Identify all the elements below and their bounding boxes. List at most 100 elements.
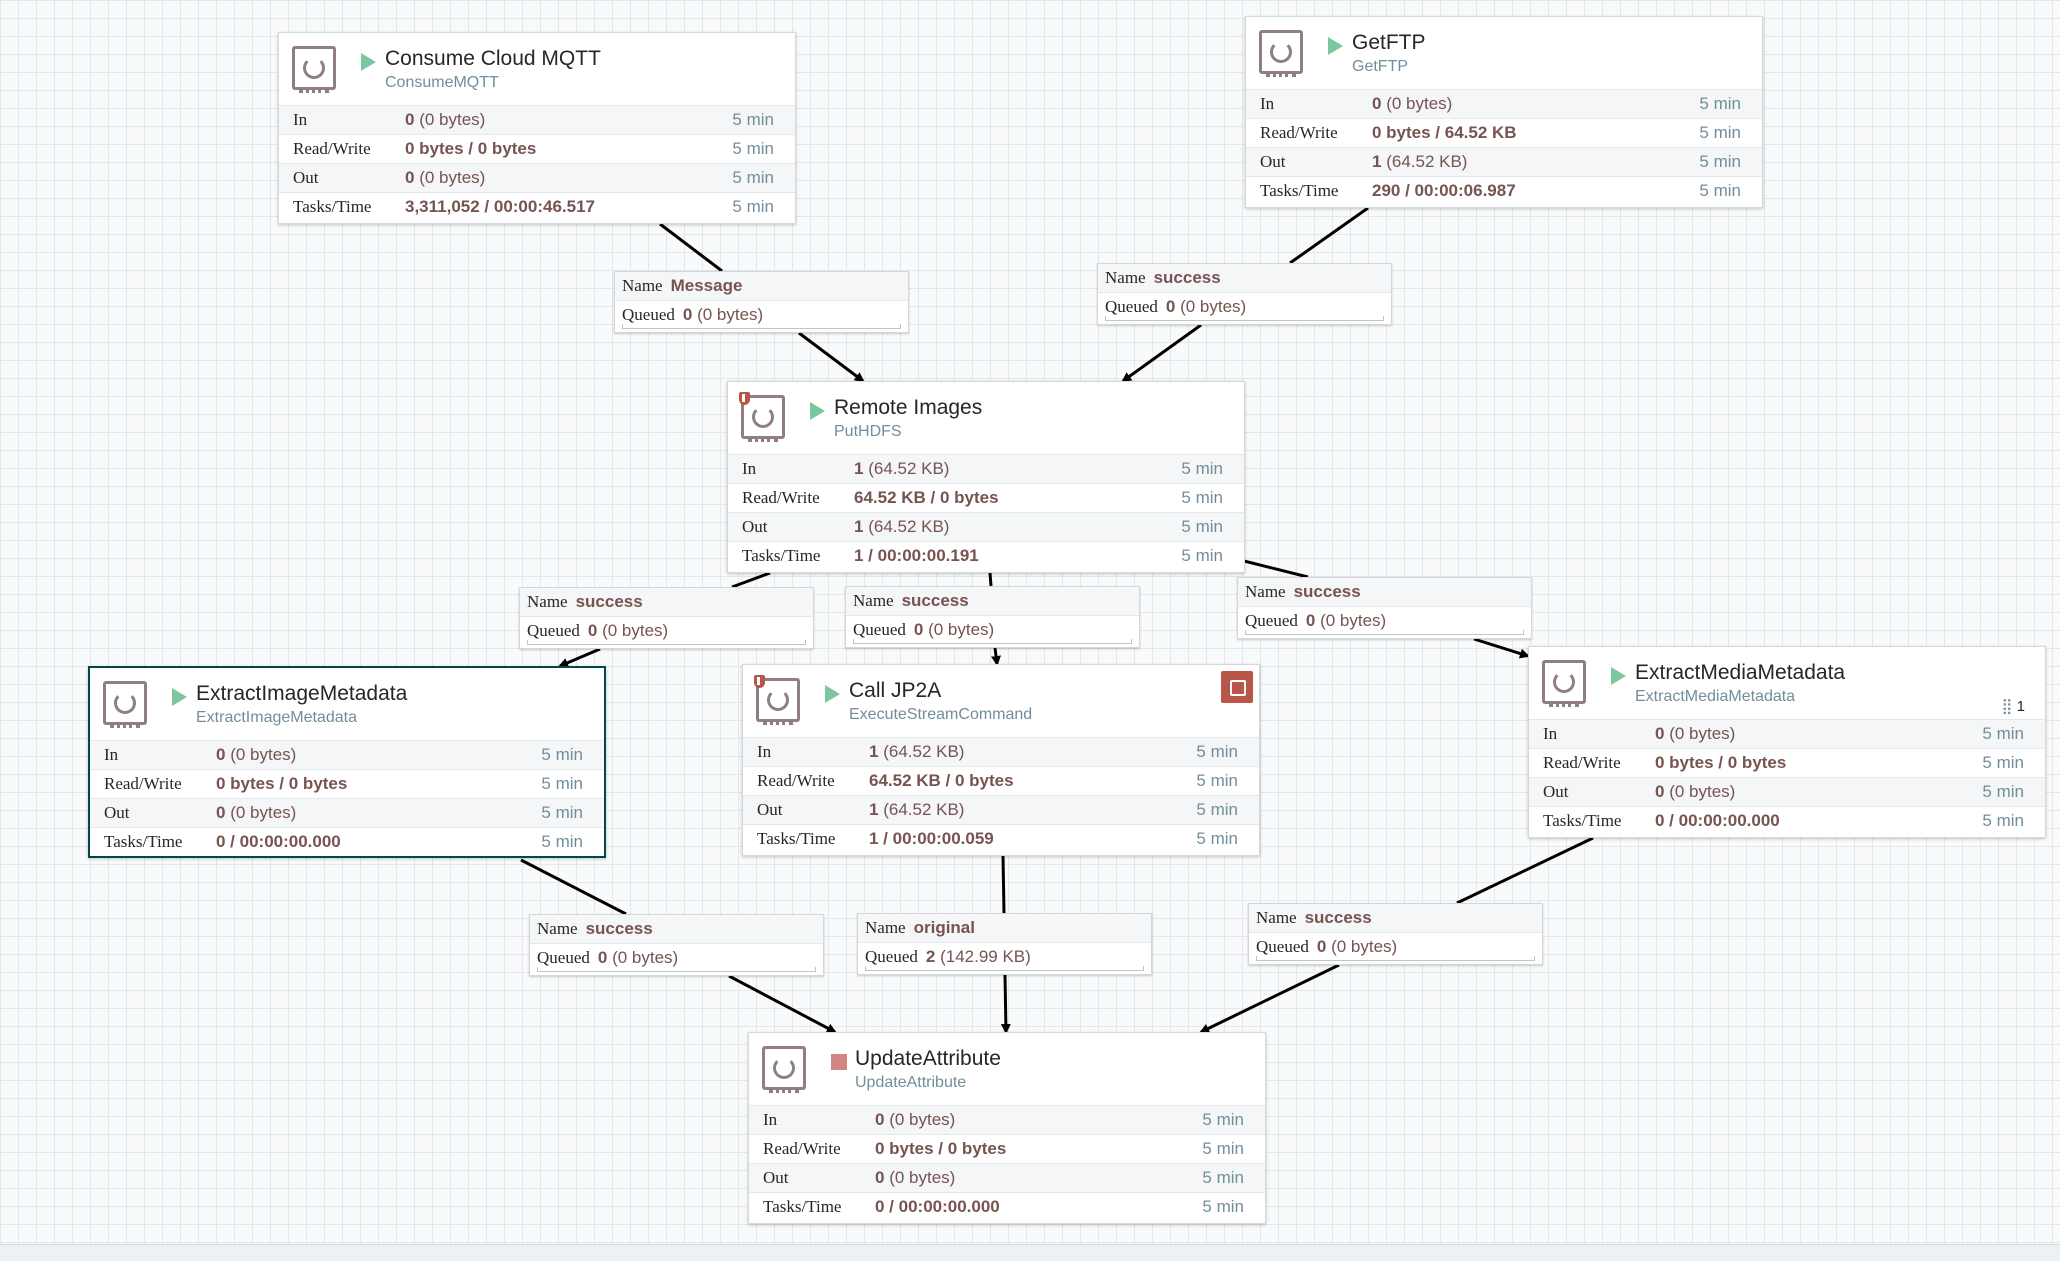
stats-window: 5 min (541, 832, 583, 851)
connection-name: original (913, 918, 975, 937)
connection-line[interactable] (659, 222, 723, 273)
restricted-icon (754, 675, 765, 688)
stats-main-value: 1 (854, 517, 864, 536)
connection-line[interactable] (1456, 836, 1594, 905)
stats-main-value: 0 / 00:00:00.000 (1655, 811, 1780, 830)
connection-queued-size: (0 bytes) (1320, 611, 1387, 630)
backpressure-bar (1105, 316, 1384, 321)
connection-name-label: Name (1256, 908, 1297, 927)
processor-name: ExtractImageMetadata (196, 682, 408, 705)
bulletin-icon[interactable] (1221, 671, 1253, 703)
connection-line[interactable] (1473, 637, 1530, 659)
connection-line[interactable] (731, 571, 771, 589)
stats-sub-value: (64.52 KB) (883, 742, 965, 761)
processor-type: ExtractImageMetadata (196, 709, 357, 726)
stats-label: In (293, 110, 308, 129)
connection-name-label: Name (537, 919, 578, 938)
processor-name: Call JP2A (849, 679, 942, 702)
stats-label: Tasks/Time (1543, 811, 1622, 830)
stats-label: Out (742, 517, 768, 536)
backpressure-bar (1245, 630, 1524, 635)
connection-line[interactable] (798, 331, 865, 383)
stats-window: 5 min (1181, 488, 1223, 507)
stats-label: Tasks/Time (1260, 181, 1339, 200)
stats-label: In (1543, 724, 1558, 743)
threads-icon: ⣿ (2001, 698, 2017, 715)
stats-value: 0 bytes / 0 bytes (405, 135, 536, 163)
processor-name: UpdateAttribute (855, 1047, 1001, 1070)
active-thread-value: 1 (2016, 698, 2025, 715)
stats-window: 5 min (1982, 811, 2024, 830)
connection-queued-count: 0 (1316, 937, 1327, 956)
stats-main-value: 0 / 00:00:00.000 (875, 1197, 1000, 1216)
stats-value: 1 / 00:00:00.059 (869, 825, 994, 853)
stats-main-value: 290 / 00:00:06.987 (1372, 181, 1516, 200)
stats-value: 0 (0 bytes) (216, 741, 296, 769)
connection-line[interactable] (1121, 323, 1202, 383)
backpressure-bar (1256, 956, 1535, 961)
stats-label: Tasks/Time (742, 546, 821, 565)
stats-sub-value: (0 bytes) (230, 803, 297, 822)
stats-main-value: 0 bytes / 0 bytes (216, 774, 348, 793)
stats-label: Read/Write (742, 488, 820, 507)
stats-label: Read/Write (1543, 753, 1621, 772)
connection-line[interactable] (728, 974, 837, 1034)
stats-main-value: 1 (869, 742, 879, 761)
stats-row: Tasks/Time 0 / 00:00:00.000 5 min (1529, 806, 2045, 835)
connection-line[interactable] (1243, 559, 1309, 579)
processor-name: Consume Cloud MQTT (385, 47, 601, 70)
stats-value: 0 (0 bytes) (405, 164, 485, 192)
stats-label: Out (757, 800, 783, 819)
connection-queued-count: 0 (913, 620, 924, 639)
stats-window: 5 min (1181, 546, 1223, 565)
connection-line[interactable] (558, 647, 601, 668)
connection-name: success (1153, 268, 1221, 287)
processor-icon (1542, 660, 1586, 707)
stats-sub-value: (64.52 KB) (868, 459, 950, 478)
connection-queued-label: Queued (1245, 611, 1298, 630)
stats-value: 0 (0 bytes) (1372, 90, 1452, 118)
connection-line[interactable] (991, 647, 1001, 666)
processor-name: Remote Images (834, 396, 983, 419)
stats-value: 1 (64.52 KB) (869, 796, 964, 824)
stats-window: 5 min (1982, 724, 2024, 743)
connection-name: success (1293, 582, 1361, 601)
processor-type: UpdateAttribute (855, 1074, 967, 1091)
connection-line[interactable] (520, 858, 627, 916)
stats-label: Read/Write (757, 771, 835, 790)
connection-line[interactable] (1289, 206, 1369, 265)
stats-main-value: 1 (869, 800, 879, 819)
connection-line[interactable] (1000, 974, 1011, 1034)
stats-label: In (742, 459, 757, 478)
stats-label: Tasks/Time (763, 1197, 842, 1216)
connection-line[interactable] (1199, 963, 1340, 1034)
connection-line[interactable] (988, 572, 993, 587)
connection-line[interactable] (1001, 855, 1006, 914)
